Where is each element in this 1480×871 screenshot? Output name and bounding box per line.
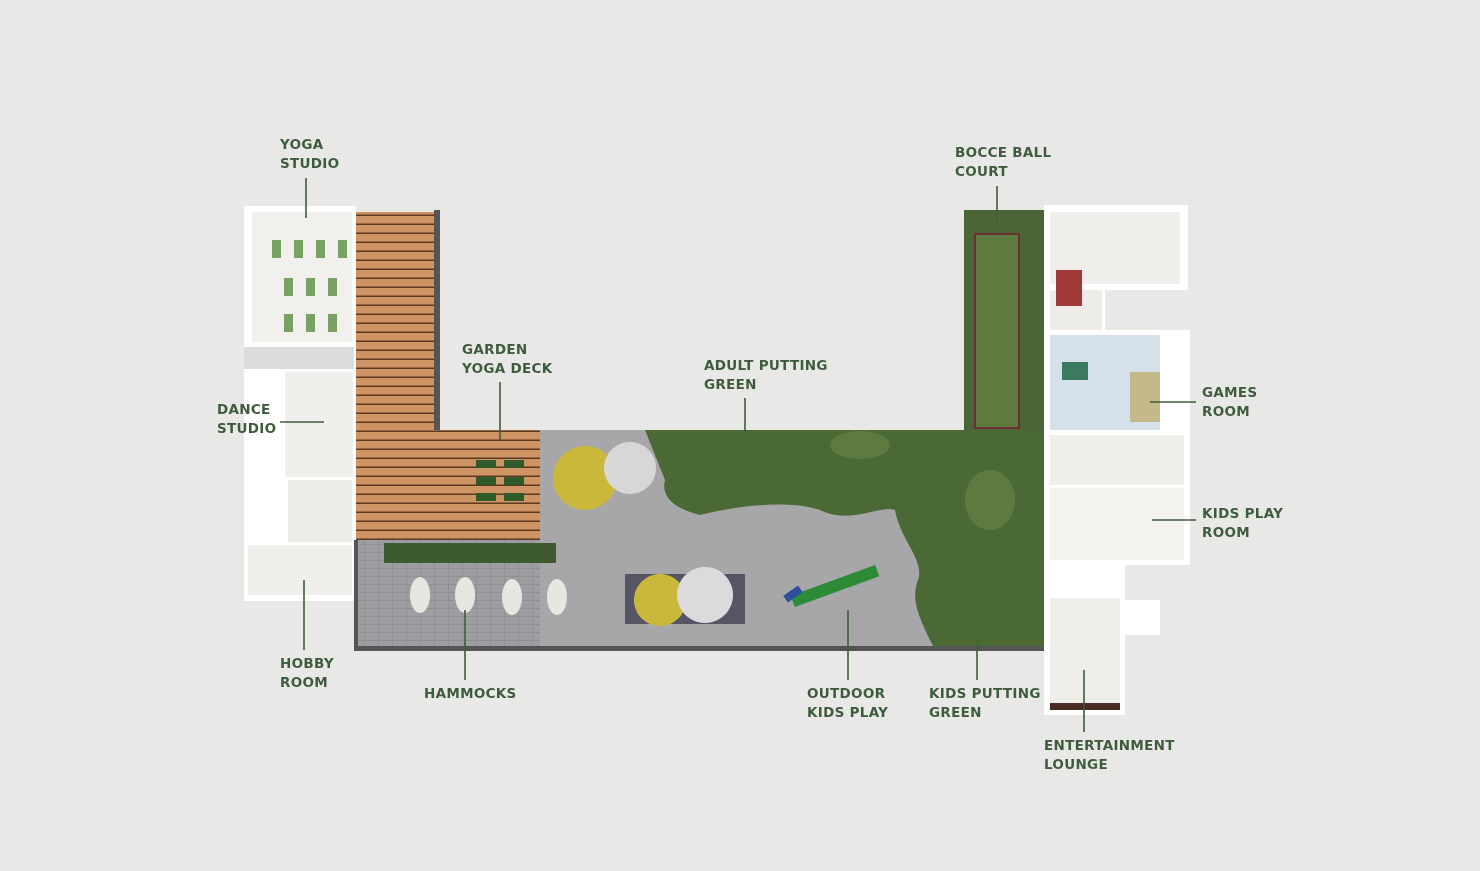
label-bocce-ball-court: BOCCE BALL COURT — [955, 144, 1051, 182]
courtyard — [354, 430, 1048, 651]
label-line: ROOM — [280, 675, 328, 691]
label-hobby-room: HOBBY ROOM — [280, 655, 334, 693]
label-adult-putting-green: ADULT PUTTING GREEN — [704, 357, 828, 395]
leader-lines — [280, 178, 1196, 732]
right-building — [1044, 205, 1190, 715]
left-building — [244, 206, 356, 601]
label-yoga-studio: YOGA STUDIO — [280, 136, 339, 174]
label-hammocks: HAMMOCKS — [424, 685, 517, 704]
label-line: LOUNGE — [1044, 757, 1108, 773]
dance-studio-room — [285, 372, 353, 477]
label-line: STUDIO — [280, 156, 340, 172]
bocce-ball-court — [964, 210, 1046, 432]
label-line: HOBBY — [280, 656, 334, 672]
entertainment-lounge-floor — [1050, 598, 1120, 710]
label-kids-play-room: KIDS PLAY ROOM — [1202, 505, 1283, 543]
garden-yoga-deck — [356, 210, 588, 542]
label-line: YOGA — [280, 137, 324, 153]
label-line: YOGA DECK — [462, 361, 553, 377]
label-line: DANCE — [217, 402, 271, 418]
label-games-room: GAMES ROOM — [1202, 384, 1257, 422]
kids-play-room-floor — [1050, 488, 1184, 560]
label-line: BOCCE BALL — [955, 145, 1052, 161]
tree — [553, 446, 617, 510]
label-line: ENTERTAINMENT — [1044, 738, 1175, 754]
label-line: GAMES — [1202, 385, 1258, 401]
label-line: KIDS PUTTING — [929, 686, 1041, 702]
label-line: ROOM — [1202, 404, 1250, 420]
play-structure — [783, 564, 880, 608]
label-line: GREEN — [929, 705, 982, 721]
label-line: GARDEN — [462, 342, 528, 358]
label-outdoor-kids-play: OUTDOOR KIDS PLAY — [807, 685, 888, 723]
label-line: KIDS PLAY — [807, 705, 889, 721]
label-kids-putting-green: KIDS PUTTING GREEN — [929, 685, 1041, 723]
hobby-room — [248, 545, 352, 595]
label-line: ROOM — [1202, 525, 1250, 541]
label-line: STUDIO — [217, 421, 277, 437]
label-line: ADULT PUTTING — [704, 358, 828, 374]
label-dance-studio: DANCE STUDIO — [217, 401, 276, 439]
label-garden-yoga-deck: GARDEN YOGA DECK — [462, 341, 553, 379]
label-entertainment-lounge: ENTERTAINMENT LOUNGE — [1044, 737, 1175, 775]
label-line: COURT — [955, 164, 1008, 180]
label-line: OUTDOOR — [807, 686, 886, 702]
hammocks — [410, 577, 567, 615]
label-line: HAMMOCKS — [424, 686, 517, 702]
putting-green — [645, 430, 1046, 650]
label-line: GREEN — [704, 377, 757, 393]
label-line: KIDS PLAY — [1202, 506, 1284, 522]
